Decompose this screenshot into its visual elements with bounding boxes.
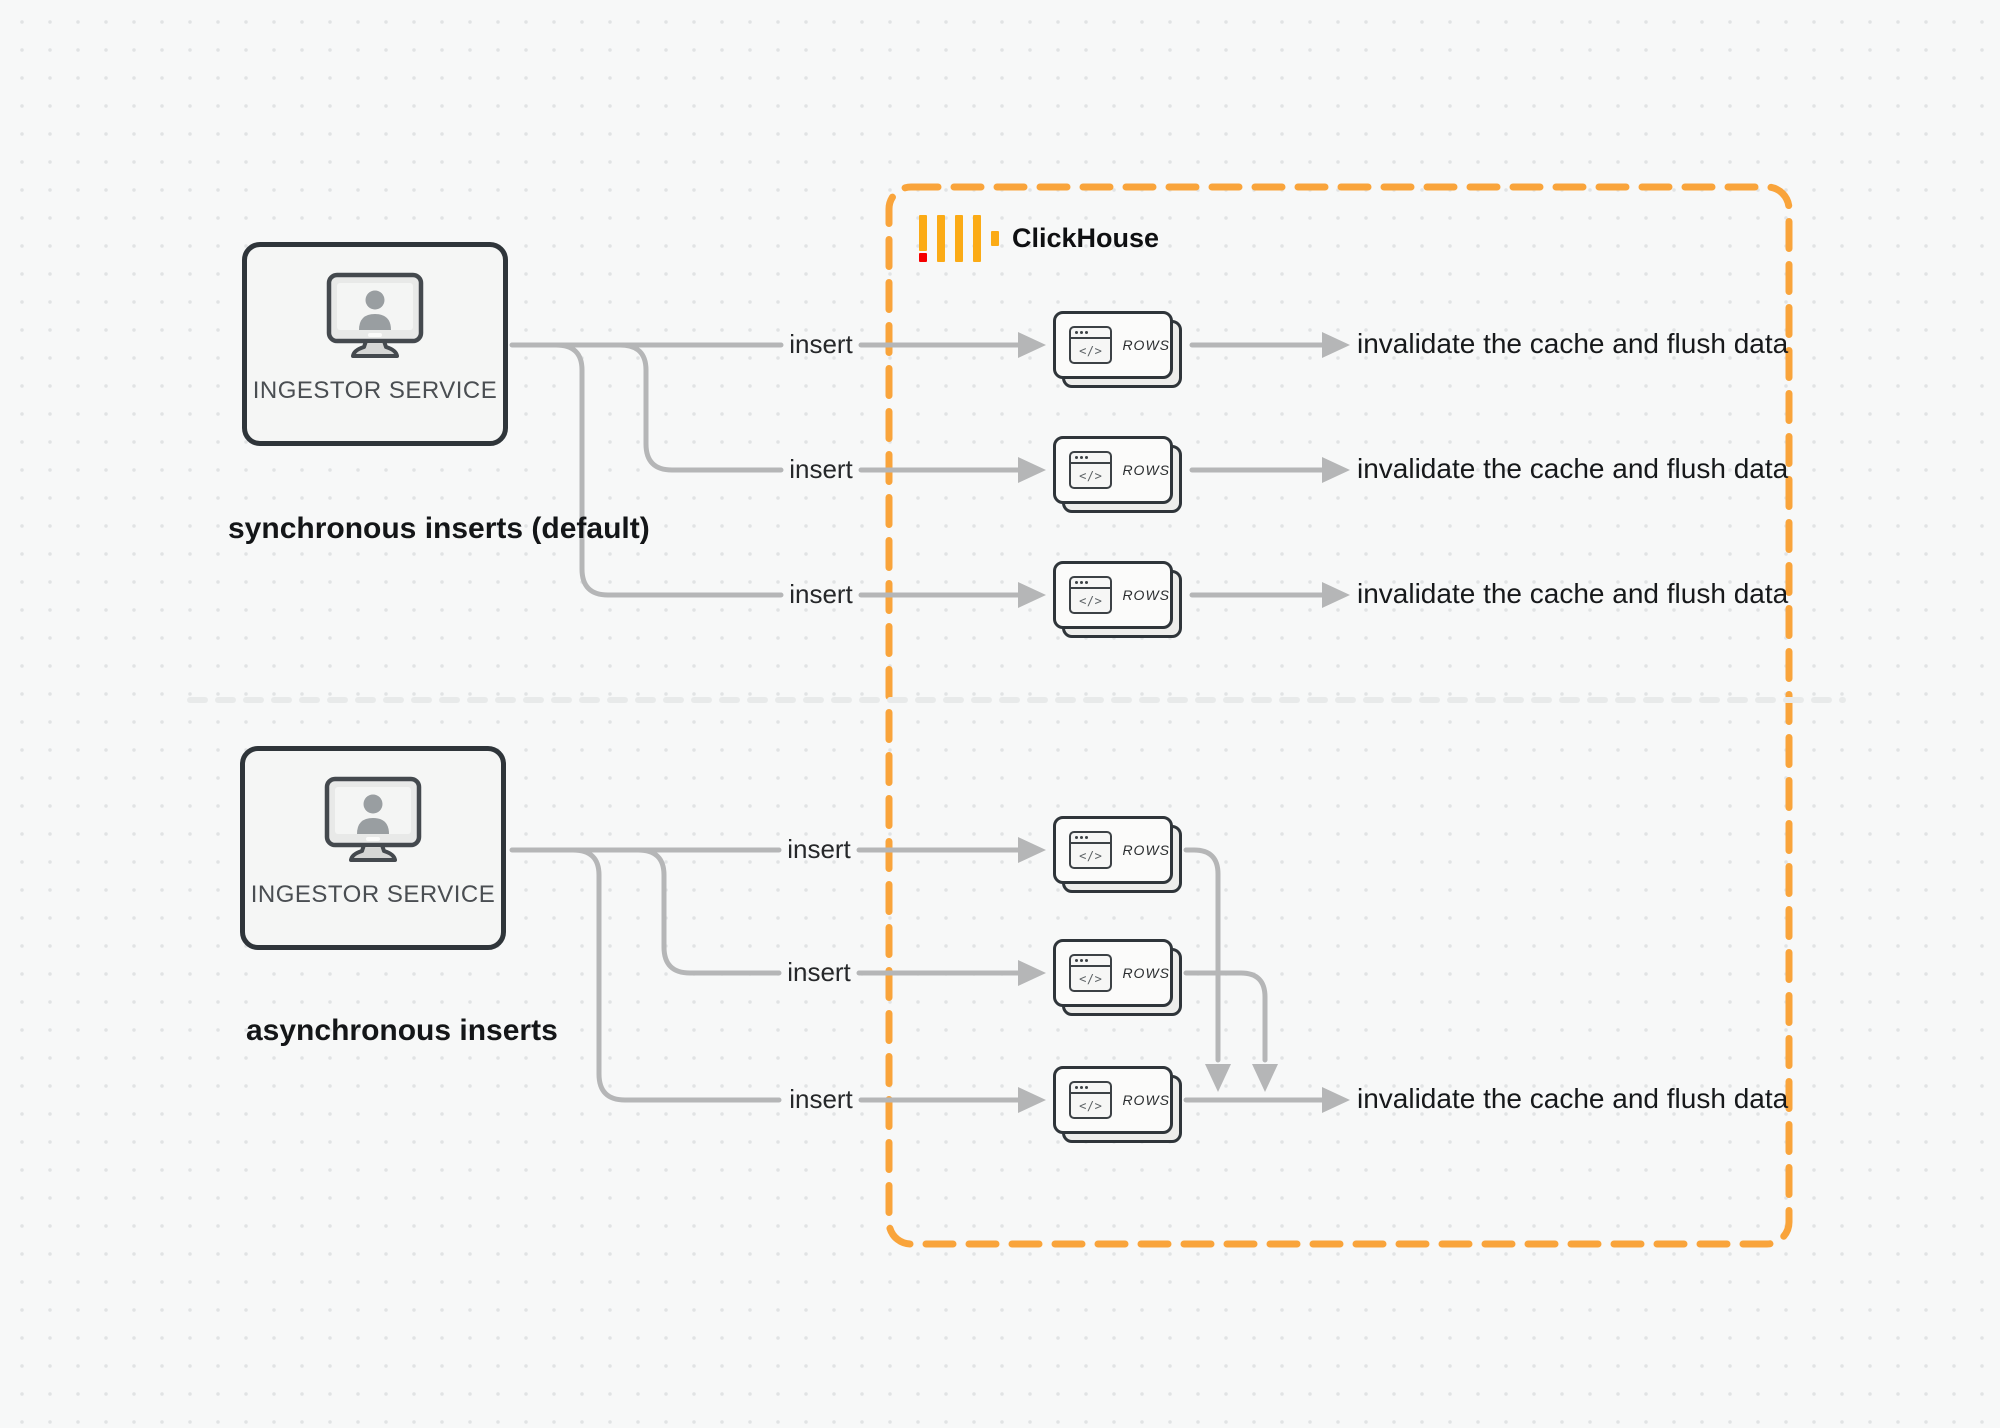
rows-label: ROWS xyxy=(1122,965,1170,981)
ingestor-service-node-sync: INGESTOR SERVICE xyxy=(242,242,508,446)
rows-node: </> ROWS xyxy=(1053,311,1185,391)
ingestor-service-node-async: INGESTOR SERVICE xyxy=(240,746,506,950)
rows-node: </> ROWS xyxy=(1053,816,1185,896)
insert-label: insert xyxy=(789,579,853,609)
code-window-icon: </> xyxy=(1069,451,1113,489)
clickhouse-logo: ClickHouse xyxy=(919,215,1159,262)
rows-label: ROWS xyxy=(1122,842,1170,858)
sync-caption: synchronous inserts (default) xyxy=(228,512,650,545)
rows-label: ROWS xyxy=(1122,1092,1170,1108)
code-glyph: </> xyxy=(1079,971,1103,986)
rows-label: ROWS xyxy=(1122,587,1170,603)
window-dots-icon xyxy=(1071,578,1111,589)
insert-label: insert xyxy=(787,957,851,987)
clickhouse-boundary xyxy=(885,183,1793,1248)
code-glyph: </> xyxy=(1079,593,1103,608)
rows-card-front: </> ROWS xyxy=(1053,939,1173,1007)
rows-card-front: </> ROWS xyxy=(1053,816,1173,884)
invalidate-label: invalidate the cache and flush data xyxy=(1357,1083,1789,1114)
code-window-icon: </> xyxy=(1069,831,1113,869)
insert-label: insert xyxy=(789,1084,853,1114)
rows-card-front: </> ROWS xyxy=(1053,1066,1173,1134)
rows-node: </> ROWS xyxy=(1053,561,1185,641)
code-glyph: </> xyxy=(1079,343,1103,358)
code-window-icon: </> xyxy=(1069,326,1113,364)
window-dots-icon xyxy=(1071,1083,1111,1094)
rows-label: ROWS xyxy=(1122,462,1170,478)
window-dots-icon xyxy=(1071,453,1111,464)
invalidate-label: invalidate the cache and flush data xyxy=(1357,453,1789,484)
code-window-icon: </> xyxy=(1069,954,1113,992)
code-window-icon: </> xyxy=(1069,1081,1113,1119)
code-glyph: </> xyxy=(1079,848,1103,863)
clickhouse-logo-icon xyxy=(919,215,999,262)
code-glyph: </> xyxy=(1079,468,1103,483)
window-dots-icon xyxy=(1071,833,1111,844)
monitor-user-icon xyxy=(324,776,422,862)
rows-card-front: </> ROWS xyxy=(1053,311,1173,379)
rows-node: </> ROWS xyxy=(1053,939,1185,1019)
insert-label: insert xyxy=(787,834,851,864)
rows-node: </> ROWS xyxy=(1053,1066,1185,1146)
code-window-icon: </> xyxy=(1069,576,1113,614)
async-caption: asynchronous inserts xyxy=(246,1014,558,1047)
insert-label: insert xyxy=(789,329,853,359)
ingestor-service-label: INGESTOR SERVICE xyxy=(252,377,498,404)
ingestor-service-label: INGESTOR SERVICE xyxy=(250,881,496,908)
invalidate-label: invalidate the cache and flush data xyxy=(1357,328,1789,359)
rows-label: ROWS xyxy=(1122,337,1170,353)
code-glyph: </> xyxy=(1079,1098,1103,1113)
insert-label: insert xyxy=(789,454,853,484)
invalidate-label: invalidate the cache and flush data xyxy=(1357,578,1789,609)
clickhouse-label: ClickHouse xyxy=(1012,223,1160,253)
connector-lines xyxy=(509,342,1327,1103)
rows-node: </> ROWS xyxy=(1053,436,1185,516)
window-dots-icon xyxy=(1071,328,1111,339)
window-dots-icon xyxy=(1071,956,1111,967)
rows-card-front: </> ROWS xyxy=(1053,561,1173,629)
arrowheads xyxy=(1018,332,1350,1113)
rows-card-front: </> ROWS xyxy=(1053,436,1173,504)
monitor-user-icon xyxy=(326,272,424,358)
